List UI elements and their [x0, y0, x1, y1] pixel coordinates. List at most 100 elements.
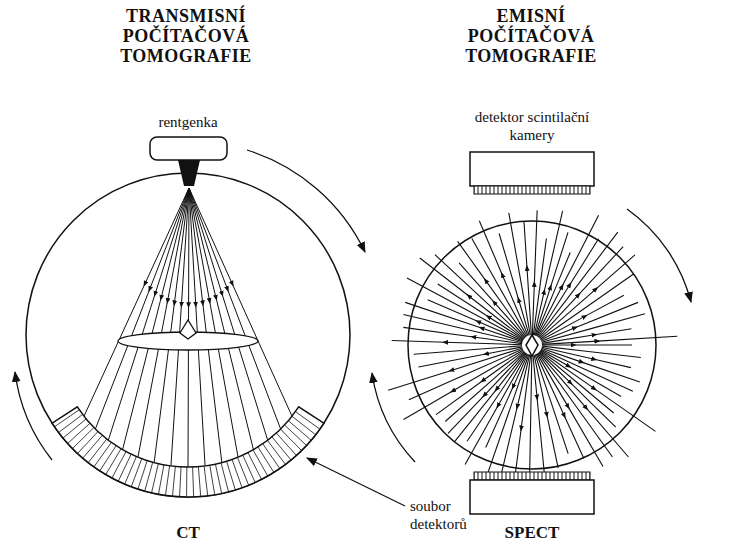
- radioactive-source: [526, 335, 538, 356]
- x-ray-fan: [84, 188, 292, 467]
- detector-cell: [78, 432, 98, 454]
- x-ray: [95, 188, 189, 429]
- detector-cell: [158, 465, 163, 494]
- detector-cell: [276, 433, 296, 455]
- part-label: rentgenka: [158, 113, 217, 131]
- gamma-ray: [536, 354, 584, 458]
- rotation-arrow: [247, 150, 365, 252]
- detector-cell: [152, 464, 159, 493]
- leader-arrow: [307, 458, 405, 506]
- detector-array: [52, 407, 324, 497]
- detector-cell: [54, 410, 79, 427]
- x-ray: [154, 188, 189, 463]
- detector-cell: [186, 467, 187, 497]
- detector-cell: [288, 421, 311, 440]
- tube-nozzle: [178, 160, 200, 186]
- patient-circle: [408, 221, 656, 469]
- detector-cell: [210, 465, 215, 495]
- gamma-ray: [537, 354, 603, 467]
- detector-cell: [180, 467, 182, 497]
- part-label: soubor detektorů: [410, 497, 490, 533]
- patient-object: [118, 320, 258, 350]
- gamma-ray: [499, 234, 529, 336]
- gamma-ray: [538, 232, 618, 337]
- x-ray: [84, 188, 189, 416]
- x-ray: [189, 188, 292, 416]
- gamma-ray: [538, 353, 613, 457]
- x-ray-tube: [150, 137, 227, 160]
- gamma-ray: [539, 352, 616, 427]
- gamma-ray: [524, 221, 531, 335]
- detector-cell: [248, 453, 262, 480]
- x-ray: [189, 188, 253, 450]
- x-ray: [189, 188, 222, 463]
- gamma-ray: [409, 349, 523, 400]
- detector-cell: [68, 423, 90, 443]
- gamma-ray: [536, 253, 570, 336]
- gamma-ray: [414, 346, 522, 354]
- gamma-ray: [542, 344, 632, 345]
- gamma-ray: [420, 258, 524, 339]
- gamma-ray: [436, 351, 524, 415]
- x-ray: [123, 188, 189, 450]
- camera-detector: [470, 480, 594, 514]
- gamma-ray: [533, 355, 545, 477]
- detector-cell: [125, 457, 137, 485]
- x-ray: [108, 188, 189, 440]
- detector-cell: [88, 439, 106, 463]
- gamma-ray: [445, 352, 524, 422]
- gamma-ray: [537, 215, 599, 336]
- gamma-ray: [428, 300, 523, 341]
- detector-cell: [193, 467, 194, 497]
- gamma-ray: [404, 350, 524, 419]
- detector-cell: [198, 467, 200, 497]
- part-label: detektor scintilační kamery: [457, 108, 607, 144]
- rotation-arrow: [15, 372, 52, 460]
- gamma-ray: [472, 238, 527, 336]
- detector-cell: [63, 419, 86, 438]
- gamma-ray: [448, 352, 525, 433]
- detector-cell: [253, 450, 268, 476]
- detector-cell: [204, 466, 208, 496]
- gamma-ray: [467, 353, 526, 441]
- x-ray: [189, 188, 281, 429]
- detector-cell: [285, 425, 307, 445]
- detector-cell: [83, 435, 102, 458]
- gamma-ray: [438, 284, 524, 340]
- camera-detector: [470, 152, 594, 186]
- gamma-ray: [542, 336, 677, 344]
- detector-cell: [243, 455, 255, 482]
- section-heading: EMISNÍ POČÍTAČOVÁ TOMOGRAFIE: [465, 6, 597, 66]
- detector-cell: [145, 462, 153, 491]
- gamma-ray: [541, 295, 624, 340]
- gamma-ray: [539, 247, 623, 338]
- gamma-rays: [388, 210, 677, 495]
- detector-cell: [292, 416, 316, 434]
- detector-cell: [72, 428, 93, 449]
- detector-cell: [221, 463, 229, 492]
- detector-cell: [112, 452, 126, 478]
- gamma-ray: [534, 355, 558, 468]
- detector-cell: [172, 466, 175, 496]
- detector-cell: [281, 429, 302, 450]
- detector-cell: [131, 459, 142, 487]
- collimator: [474, 186, 590, 194]
- detector-cell: [295, 412, 319, 429]
- detector-cell: [272, 437, 291, 460]
- method-label: SPECT: [505, 524, 560, 543]
- collimator: [474, 472, 590, 480]
- detector-cell: [106, 449, 121, 475]
- detector-cell: [215, 464, 221, 493]
- detector-cell: [165, 466, 169, 496]
- gamma-ray: [542, 346, 641, 357]
- detector-cell: [94, 442, 111, 466]
- detector-cell: [100, 446, 116, 471]
- gamma-ray: [540, 351, 614, 413]
- detector-cell: [59, 414, 83, 432]
- gamma-ray: [542, 314, 645, 343]
- detector-cell: [227, 461, 236, 490]
- detector-cell: [263, 444, 280, 469]
- detector-cell: [267, 440, 285, 464]
- gantry-circle: [26, 173, 350, 497]
